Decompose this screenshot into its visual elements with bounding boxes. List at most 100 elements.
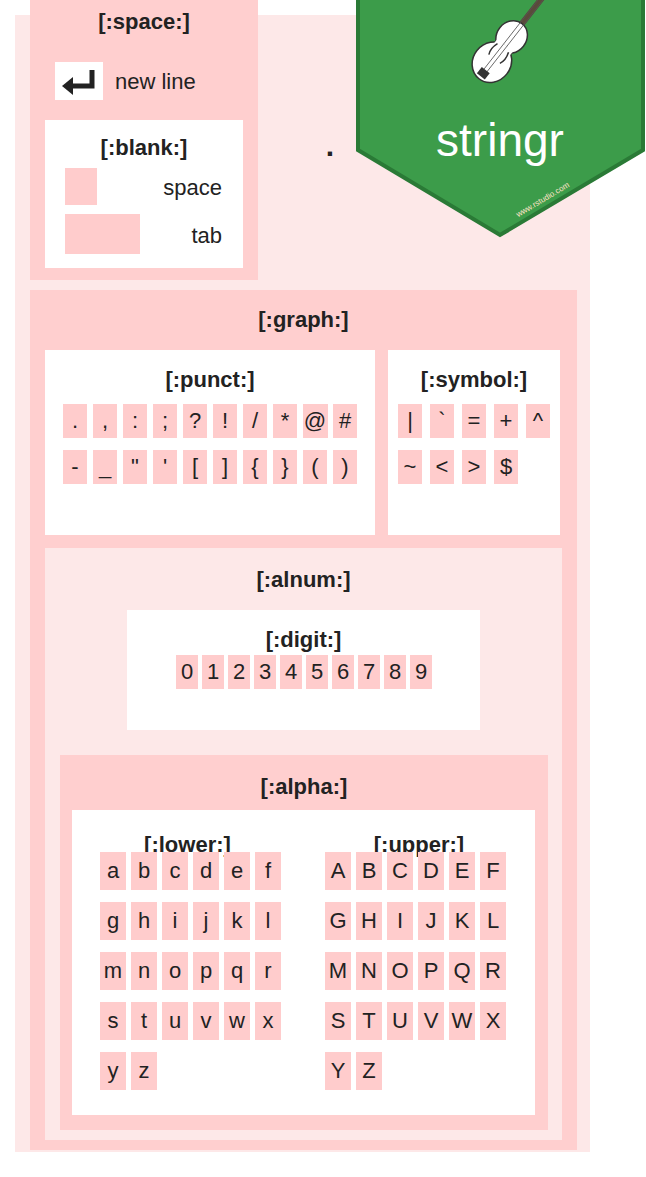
character-cell: ? (183, 404, 207, 438)
character-cell: Y (325, 1052, 351, 1090)
character-cell: S (325, 1002, 351, 1040)
violin-lower-bout (464, 34, 520, 90)
character-cell: 8 (384, 655, 406, 689)
character-cell: $ (494, 450, 518, 484)
item-label: space (163, 174, 222, 202)
character-cell: | (398, 404, 422, 438)
character-cell: ~ (398, 450, 422, 484)
space-class-box: [:blank:]spacetab[:space:]new line (30, 0, 258, 280)
space-swatch (65, 168, 97, 205)
character-cell: r (255, 952, 281, 990)
upper-class-box: [:upper:]ABCDEFGHIJKLMNOPQRSTUVWXYZ (303, 810, 535, 1115)
character-cell: e (224, 852, 250, 890)
character-cell: I (387, 902, 413, 940)
character-cell: A (325, 852, 351, 890)
class-title: [:graph:] (258, 306, 348, 334)
character-cell: n (131, 952, 157, 990)
character-cell: = (462, 404, 486, 438)
class-title: [:space:] (98, 8, 190, 36)
character-cell: F (480, 852, 506, 890)
character-cell: z (131, 1052, 157, 1090)
punct-class-box: [:punct:].,:;?!/*@#-_"'[]{}() (45, 350, 375, 535)
violin-strings (483, 0, 551, 73)
lower-class-box: [:lower:]abcdefghijklmnopqrstuvwxyz (72, 810, 303, 1115)
alpha-class-box: [:lower:]abcdefghijklmnopqrstuvwxyz[:upp… (60, 755, 548, 1130)
character-cell: h (131, 902, 157, 940)
logo-hexagon (358, 0, 643, 235)
character-cell: 4 (280, 655, 302, 689)
character-cell: 5 (306, 655, 328, 689)
character-cell: ) (333, 450, 357, 484)
character-cell: D (418, 852, 444, 890)
character-cell: * (273, 404, 297, 438)
character-cell: l (255, 902, 281, 940)
character-cell: _ (93, 450, 117, 484)
character-cell: H (356, 902, 382, 940)
class-title: [:blank:] (101, 134, 188, 162)
character-cell: P (418, 952, 444, 990)
alnum-class-box: [:digit:]0123456789[:lower:]abcdefghijkl… (45, 548, 562, 1140)
digit-class-box: [:digit:]0123456789 (127, 610, 480, 730)
character-cell: . (63, 404, 87, 438)
character-cell: ` (430, 404, 454, 438)
character-cell: ( (303, 450, 327, 484)
item-label: new line (115, 68, 196, 96)
character-cell: X (480, 1002, 506, 1040)
character-cell: < (430, 450, 454, 484)
character-cell: - (63, 450, 87, 484)
character-cell: u (162, 1002, 188, 1040)
character-cell: ^ (526, 404, 550, 438)
character-cell: > (462, 450, 486, 484)
character-cell: B (356, 852, 382, 890)
character-cell: Z (356, 1052, 382, 1090)
violin-illustration (464, 0, 575, 90)
character-cell: w (224, 1002, 250, 1040)
symbol-class-box: [:symbol:] |`=+^ ~<>$ (388, 350, 560, 535)
character-cell: m (100, 952, 126, 990)
character-cell: , (93, 404, 117, 438)
character-cell: 6 (332, 655, 354, 689)
character-cell: Q (449, 952, 475, 990)
character-cell: i (162, 902, 188, 940)
character-cell: L (480, 902, 506, 940)
character-cell: b (131, 852, 157, 890)
character-cell: 3 (254, 655, 276, 689)
character-cell: K (449, 902, 475, 940)
character-cell: 9 (410, 655, 432, 689)
character-cell: x (255, 1002, 281, 1040)
character-cell: [ (183, 450, 207, 484)
character-cell: a (100, 852, 126, 890)
character-cell: W (449, 1002, 475, 1040)
character-cell: y (100, 1052, 126, 1090)
character-cell: c (162, 852, 188, 890)
character-cell: # (333, 404, 357, 438)
character-cell: / (243, 404, 267, 438)
class-title: [:digit:] (266, 626, 342, 654)
character-cell: V (418, 1002, 444, 1040)
class-title: [:punct:] (165, 366, 254, 394)
character-cell: N (356, 952, 382, 990)
character-cell: { (243, 450, 267, 484)
character-cell: t (131, 1002, 157, 1040)
newline-icon-head (62, 77, 73, 95)
character-cell: T (356, 1002, 382, 1040)
character-cell: ! (213, 404, 237, 438)
class-title: [:alnum:] (256, 566, 350, 594)
character-cell: + (494, 404, 518, 438)
character-cell: f (255, 852, 281, 890)
character-cell: ; (153, 404, 177, 438)
logo-name: stringr (436, 115, 564, 166)
character-cell: ] (213, 450, 237, 484)
class-title: [:alpha:] (261, 773, 348, 801)
character-cell: q (224, 952, 250, 990)
character-cell: p (193, 952, 219, 990)
character-cell: d (193, 852, 219, 890)
character-cell: k (224, 902, 250, 940)
character-cell: s (100, 1002, 126, 1040)
character-cell: 2 (228, 655, 250, 689)
character-cell: 0 (176, 655, 198, 689)
newline-icon (72, 70, 92, 86)
graph-class-box: [:punct:].,:;?!/*@#-_"'[]{}()[:symbol:]|… (30, 290, 577, 1150)
class-title: [:symbol:] (421, 366, 527, 394)
any-char-symbol: . (326, 129, 334, 163)
